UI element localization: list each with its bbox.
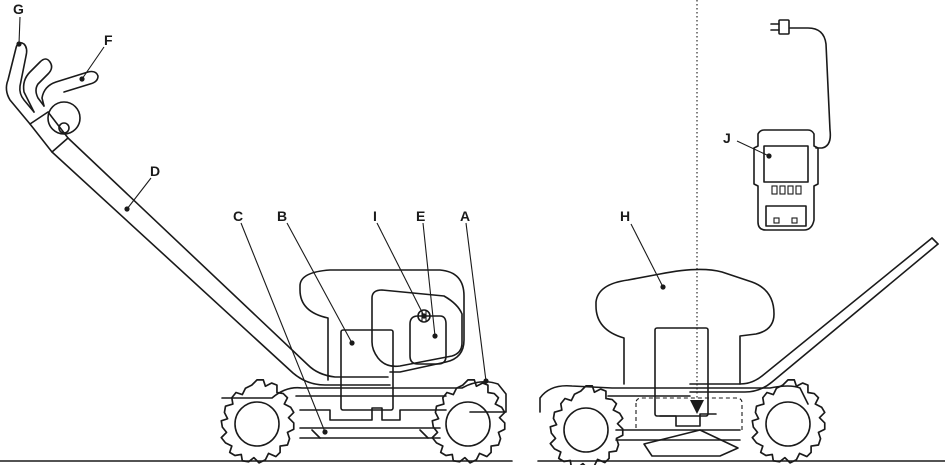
label-g: G <box>13 1 24 17</box>
leader-lines-left <box>16 16 489 435</box>
motor-housing-left <box>299 269 465 381</box>
label-b: B <box>277 208 287 224</box>
label-h: H <box>620 208 630 224</box>
label-e: E <box>416 208 425 224</box>
charger <box>753 19 832 231</box>
label-a: A <box>460 208 470 224</box>
label-i: I <box>373 208 377 224</box>
grip-assembly <box>5 41 99 135</box>
insertion-arrow <box>690 0 704 414</box>
rear-wheel-left <box>220 379 295 464</box>
label-c: C <box>233 208 243 224</box>
battery-box-left <box>340 329 394 411</box>
motor-housing-right <box>595 268 775 385</box>
label-j: J <box>723 130 731 146</box>
left-mower: G F D C B I E A <box>0 1 513 464</box>
front-wheel-left <box>431 379 506 464</box>
deck-right <box>539 384 809 457</box>
leader-lines-right <box>630 140 772 290</box>
rear-wheel-right <box>549 385 624 465</box>
right-mower: H J <box>537 0 945 465</box>
battery-slot-right <box>654 327 709 417</box>
handle-left <box>29 111 391 386</box>
label-d: D <box>150 163 160 179</box>
label-f: F <box>104 32 113 48</box>
front-wheel-right <box>751 379 826 464</box>
handle-right <box>689 237 939 393</box>
